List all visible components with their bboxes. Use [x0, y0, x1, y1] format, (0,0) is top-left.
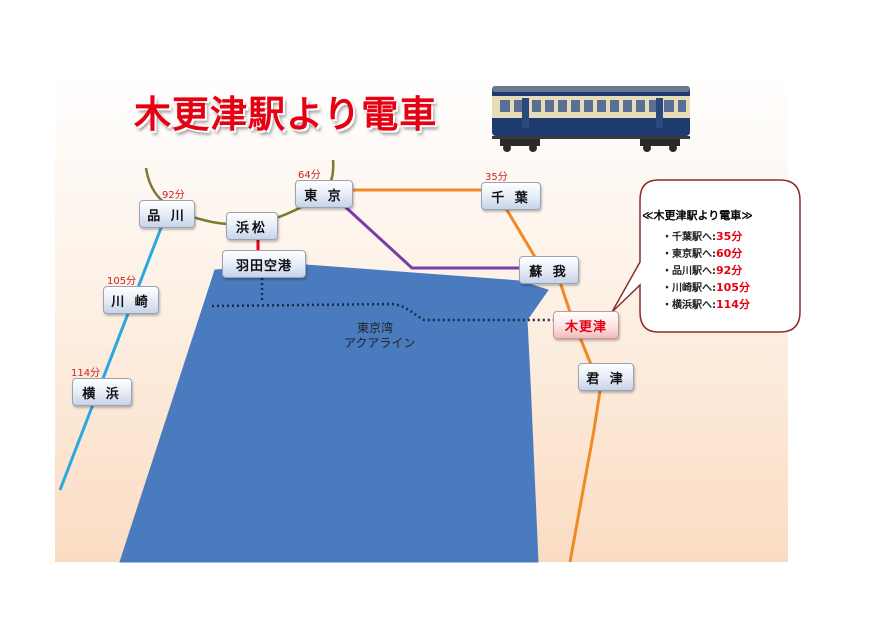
aqualine-label-line1: 東京湾 — [357, 321, 394, 335]
station-yokohama[interactable]: 横 浜 — [72, 378, 132, 406]
train-illustration — [492, 86, 690, 152]
callout-item: ・千葉駅へ:35分 — [662, 230, 743, 243]
aqualine-route — [211, 302, 553, 322]
time-yokohama: 114分 — [71, 368, 101, 379]
station-kisarazu[interactable]: 木更津 — [553, 311, 619, 339]
tokaido-line — [58, 214, 168, 491]
page-title: 木更津駅より電車 — [134, 93, 438, 136]
station-haneda-airport[interactable]: 羽田空港 — [222, 250, 306, 278]
callout-item: ・横浜駅へ:114分 — [662, 298, 750, 311]
station-shinagawa[interactable]: 品 川 — [139, 200, 195, 228]
station-kimitsu[interactable]: 君 津 — [578, 363, 634, 391]
callout-item: ・東京駅へ:60分 — [662, 247, 743, 260]
station-hamamatsu[interactable]: 浜松 — [226, 212, 278, 240]
time-kawasaki: 105分 — [107, 276, 137, 287]
time-shinagawa: 92分 — [162, 190, 185, 201]
aqualine-label-line2: アクアライン — [344, 336, 416, 350]
callout-heading: ≪木更津駅より電車≫ — [642, 209, 753, 222]
time-tokyo: 64分 — [298, 170, 321, 181]
keiyo-line — [338, 200, 525, 270]
train-image-frame — [483, 76, 701, 161]
station-chiba[interactable]: 千 葉 — [481, 182, 541, 210]
callout-list: ・千葉駅へ:35分 ・東京駅へ:60分 ・品川駅へ:92分 ・川崎駅へ:105分… — [642, 228, 782, 311]
station-kawasaki[interactable]: 川 崎 — [103, 286, 159, 314]
callout-item: ・川崎駅へ:105分 — [662, 281, 750, 294]
station-soga[interactable]: 蘇 我 — [519, 256, 579, 284]
callout-bubble — [611, 179, 801, 333]
callout-item: ・品川駅へ:92分 — [662, 264, 743, 277]
station-tokyo[interactable]: 東 京 — [295, 180, 353, 208]
time-chiba: 35分 — [485, 172, 508, 183]
callout-content: ≪木更津駅より電車≫ ・千葉駅へ:35分 ・東京駅へ:60分 ・品川駅へ:92分… — [642, 207, 782, 313]
tokyo-bay — [119, 264, 549, 563]
